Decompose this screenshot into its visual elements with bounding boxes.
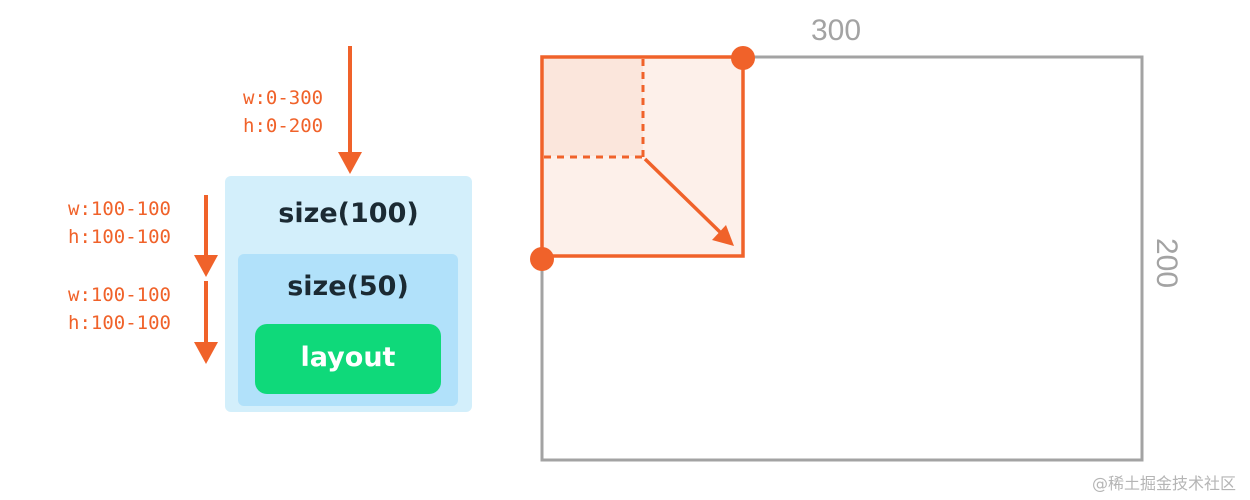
size-100-label: size(100) <box>278 198 419 229</box>
size-100-modifier-box: size(100) size(50) layout <box>225 176 472 412</box>
incoming-height-constraint: h:0-200 <box>243 115 324 137</box>
first-constraint-arrow <box>194 195 218 277</box>
layout-node: layout <box>255 324 441 394</box>
size-50-modifier-box: size(50) layout <box>238 254 458 406</box>
growth-arrow <box>643 157 734 246</box>
initial-region <box>544 59 643 156</box>
size-50-label: size(50) <box>287 271 409 302</box>
incoming-constraint-arrow <box>338 46 362 174</box>
top-right-handle <box>731 46 755 70</box>
bottom-left-handle <box>530 247 554 271</box>
second-constraint-arrow <box>194 281 218 364</box>
width-dimension-label: 300 <box>811 14 862 47</box>
first-height-constraint: h:100-100 <box>68 226 171 248</box>
first-constraint: w:100-100 h:100-100 <box>68 195 171 251</box>
second-width-constraint: w:100-100 <box>68 284 171 306</box>
second-height-constraint: h:100-100 <box>68 312 171 334</box>
incoming-constraint: w:0-300 h:0-200 <box>243 84 323 140</box>
height-dimension-label: 200 <box>1150 238 1183 289</box>
watermark: @稀土掘金技术社区 <box>1091 474 1236 493</box>
second-constraint: w:100-100 h:100-100 <box>68 281 171 337</box>
first-width-constraint: w:100-100 <box>68 198 171 220</box>
incoming-width-constraint: w:0-300 <box>243 87 324 109</box>
